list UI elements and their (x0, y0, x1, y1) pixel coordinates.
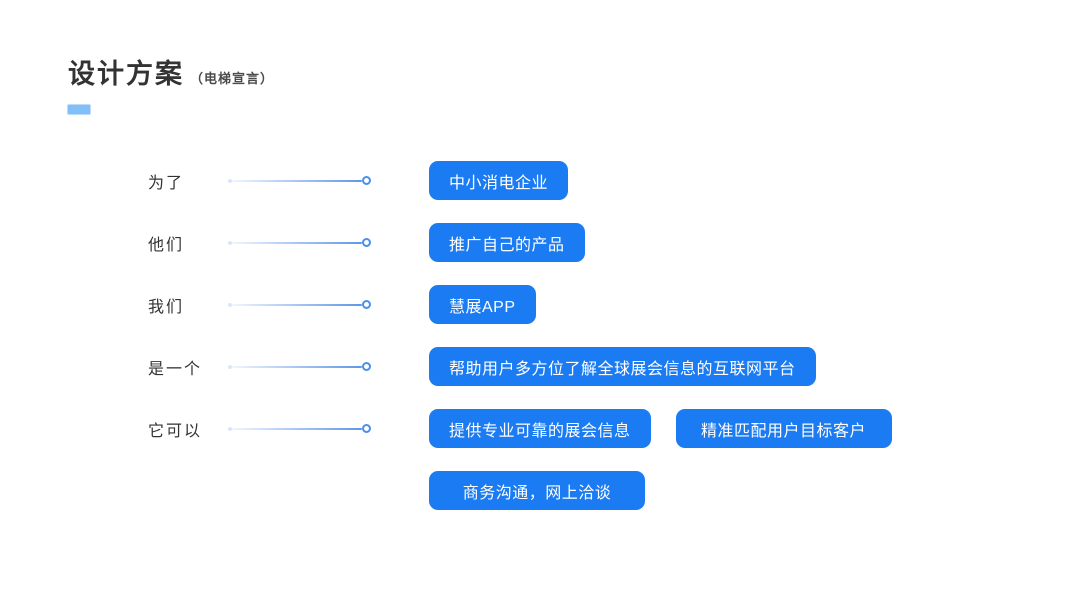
statement-pill[interactable]: 帮助用户多方位了解全球展会信息的互联网平台 (429, 347, 816, 386)
connector-line (232, 365, 362, 368)
connector (228, 424, 371, 433)
connector (228, 238, 371, 247)
statement-row: 他们 推广自己的产品 (148, 223, 892, 262)
connector-end-ring (362, 176, 371, 185)
statement-row: 为了 中小消电企业 (148, 161, 892, 200)
connector-line (232, 303, 362, 306)
slide-header: 设计方案 （电梯宣言） (68, 58, 274, 115)
statement-pill[interactable]: 精准匹配用户目标客户 (675, 409, 892, 448)
connector-start-dot (228, 240, 232, 245)
connector (228, 362, 371, 371)
connector-start-dot (228, 178, 232, 183)
connector-line (232, 179, 362, 182)
statement-pill[interactable]: 提供专业可靠的展会信息 (429, 409, 651, 448)
row-label: 他们 (148, 236, 185, 254)
statement-pill[interactable]: 商务沟通，网上洽谈 (429, 471, 645, 510)
connector-end-ring (362, 362, 371, 371)
statement-row: 是一个 帮助用户多方位了解全球展会信息的互联网平台 (148, 347, 892, 386)
row-label: 它可以 (148, 422, 203, 440)
statement-row: 它可以 提供专业可靠的展会信息精准匹配用户目标客户 (148, 409, 892, 448)
statement-pill[interactable]: 中小消电企业 (429, 161, 569, 200)
title-row: 设计方案 （电梯宣言） (68, 58, 274, 90)
rows: 为了 中小消电企业他们 推广自己的产品我们 慧展APP 是一个 帮助用户多方位了解全球展会… (148, 161, 892, 533)
connector (228, 300, 371, 309)
connector-start-dot (228, 364, 232, 369)
connector-end-ring (362, 238, 371, 247)
connector-end-ring (362, 300, 371, 309)
statement-row: 我们 慧展APP (148, 285, 892, 324)
connector-line (232, 241, 362, 244)
accent-bar (68, 105, 90, 115)
page-title: 设计方案 (68, 59, 184, 89)
connector-end-ring (362, 424, 371, 433)
statement-pill[interactable]: 慧展APP (429, 285, 536, 324)
connector-line (232, 427, 362, 430)
row-label: 是一个 (148, 360, 203, 378)
connector-start-dot (228, 302, 232, 307)
page-subtitle: （电梯宣言） (190, 71, 275, 86)
statement-pill[interactable]: 推广自己的产品 (429, 223, 585, 262)
statement-row: 商务沟通，网上洽谈 (148, 471, 892, 510)
row-label: 为了 (148, 174, 185, 192)
connector-start-dot (228, 426, 232, 431)
row-label: 我们 (148, 298, 185, 316)
connector (228, 176, 371, 185)
